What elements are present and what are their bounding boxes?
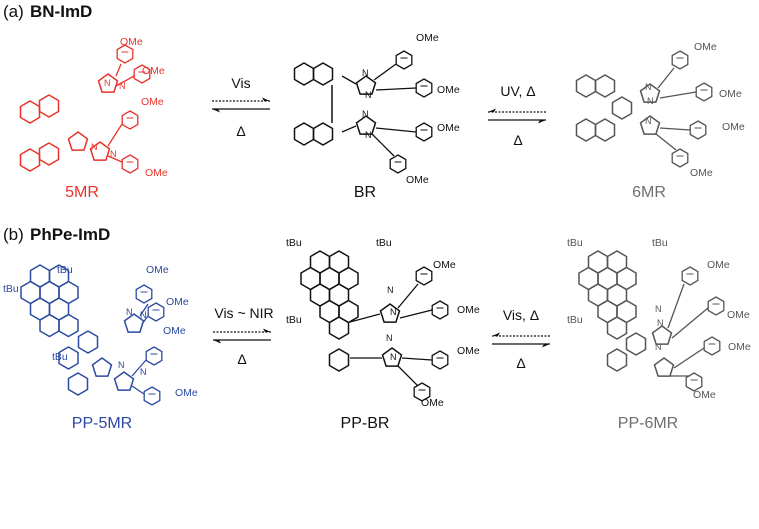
n-label: N xyxy=(647,96,654,106)
ome-label: OMe xyxy=(457,304,480,316)
ome-label: OMe xyxy=(421,397,444,409)
panel-b-tag: (b) xyxy=(3,225,24,244)
n-label: N xyxy=(104,78,111,88)
ome-label: OMe xyxy=(175,387,198,399)
panel-b: (b) PhPe-ImD xyxy=(3,225,751,432)
ome-label: OMe xyxy=(142,65,165,77)
tbu-label: tBu xyxy=(652,237,668,249)
arrow-ppbr-pp6mr xyxy=(491,331,551,349)
tbu-label: tBu xyxy=(286,314,302,326)
n-label: N xyxy=(386,333,393,343)
ome-label: OMe xyxy=(694,41,717,53)
n-label: N xyxy=(387,285,394,295)
ome-label: OMe xyxy=(457,345,480,357)
ome-label: OMe xyxy=(120,36,143,48)
n-label: N xyxy=(140,310,147,320)
label-pp-5mr: PP-5MR xyxy=(72,415,132,432)
ome-label: OMe xyxy=(728,341,751,353)
arrow-label-vis-delta: Vis, Δ xyxy=(503,307,539,323)
arrow-label-delta: Δ xyxy=(236,123,245,139)
panel-a: (a) BN-ImD OMe OMe xyxy=(3,2,745,201)
arrow-label-delta: Δ xyxy=(516,355,525,371)
ome-label: OMe xyxy=(146,264,169,276)
tbu-label: tBu xyxy=(567,237,583,249)
label-6mr: 6MR xyxy=(632,184,666,201)
ome-label: OMe xyxy=(145,167,168,179)
n-label: N xyxy=(645,82,652,92)
n-label: N xyxy=(140,367,147,377)
ome-label: OMe xyxy=(707,259,730,271)
structure-pp-br: tBu tBu tBu OMe OMe OMe OMe N N N N xyxy=(286,237,480,409)
structure-br: OMe OMe OMe OMe N N N N xyxy=(293,32,460,186)
ome-label: OMe xyxy=(433,259,456,271)
n-label: N xyxy=(645,116,652,126)
ome-label: OMe xyxy=(693,389,716,401)
arrow-label-vis-nir: Vis ~ NIR xyxy=(214,305,273,321)
n-label: N xyxy=(119,81,126,91)
n-label: N xyxy=(365,130,372,140)
structure-pp-5mr: tBu tBu tBu OMe OMe OMe OMe N N N N xyxy=(3,264,198,405)
arrow-label-delta: Δ xyxy=(237,351,246,367)
n-label: N xyxy=(91,142,98,152)
panel-b-title: PhPe-ImD xyxy=(30,225,110,244)
tbu-label: tBu xyxy=(376,237,392,249)
arrow-label-uv: UV, Δ xyxy=(500,83,535,99)
ome-label: OMe xyxy=(719,88,742,100)
ome-label: OMe xyxy=(166,296,189,308)
n-label: N xyxy=(657,318,664,328)
ome-label: OMe xyxy=(722,121,745,133)
tbu-label: tBu xyxy=(567,314,583,326)
panel-a-tag: (a) xyxy=(3,2,24,21)
n-label: N xyxy=(118,360,125,370)
label-5mr: 5MR xyxy=(65,184,99,201)
arrow-5mr-br xyxy=(211,96,271,114)
arrow-label-vis: Vis xyxy=(231,75,250,91)
ome-label: OMe xyxy=(437,84,460,96)
ome-label: OMe xyxy=(727,309,750,321)
n-label: N xyxy=(126,307,133,317)
n-label: N xyxy=(655,304,662,314)
tbu-label: tBu xyxy=(286,237,302,249)
tbu-label: tBu xyxy=(52,351,68,363)
structure-5mr: OMe OMe OMe OMe N N N N xyxy=(19,36,168,179)
structure-pp-6mr: tBu tBu tBu OMe OMe OMe OMe N N N xyxy=(567,237,751,401)
label-pp-br: PP-BR xyxy=(341,415,390,432)
tbu-label: tBu xyxy=(57,264,73,276)
ome-label: OMe xyxy=(437,122,460,134)
label-br: BR xyxy=(354,184,376,201)
ome-label: OMe xyxy=(690,167,713,179)
n-label: N xyxy=(362,109,369,119)
tbu-label: tBu xyxy=(3,283,19,295)
n-label: N xyxy=(365,90,372,100)
n-label: N xyxy=(362,68,369,78)
ome-label: OMe xyxy=(163,325,186,337)
panel-a-title: BN-ImD xyxy=(30,2,92,21)
n-label: N xyxy=(390,352,397,362)
ome-label: OMe xyxy=(406,174,429,186)
arrow-label-delta: Δ xyxy=(513,132,522,148)
n-label: N xyxy=(110,149,117,159)
arrow-br-6mr xyxy=(487,107,547,125)
arrow-pp5mr-ppbr xyxy=(212,327,272,345)
ome-label: OMe xyxy=(141,96,164,108)
n-label: N xyxy=(655,342,662,352)
label-pp-6mr: PP-6MR xyxy=(618,415,678,432)
n-label: N xyxy=(390,307,397,317)
ome-label: OMe xyxy=(416,32,439,44)
structure-6mr: OMe OMe OMe OMe N N N xyxy=(575,41,745,179)
